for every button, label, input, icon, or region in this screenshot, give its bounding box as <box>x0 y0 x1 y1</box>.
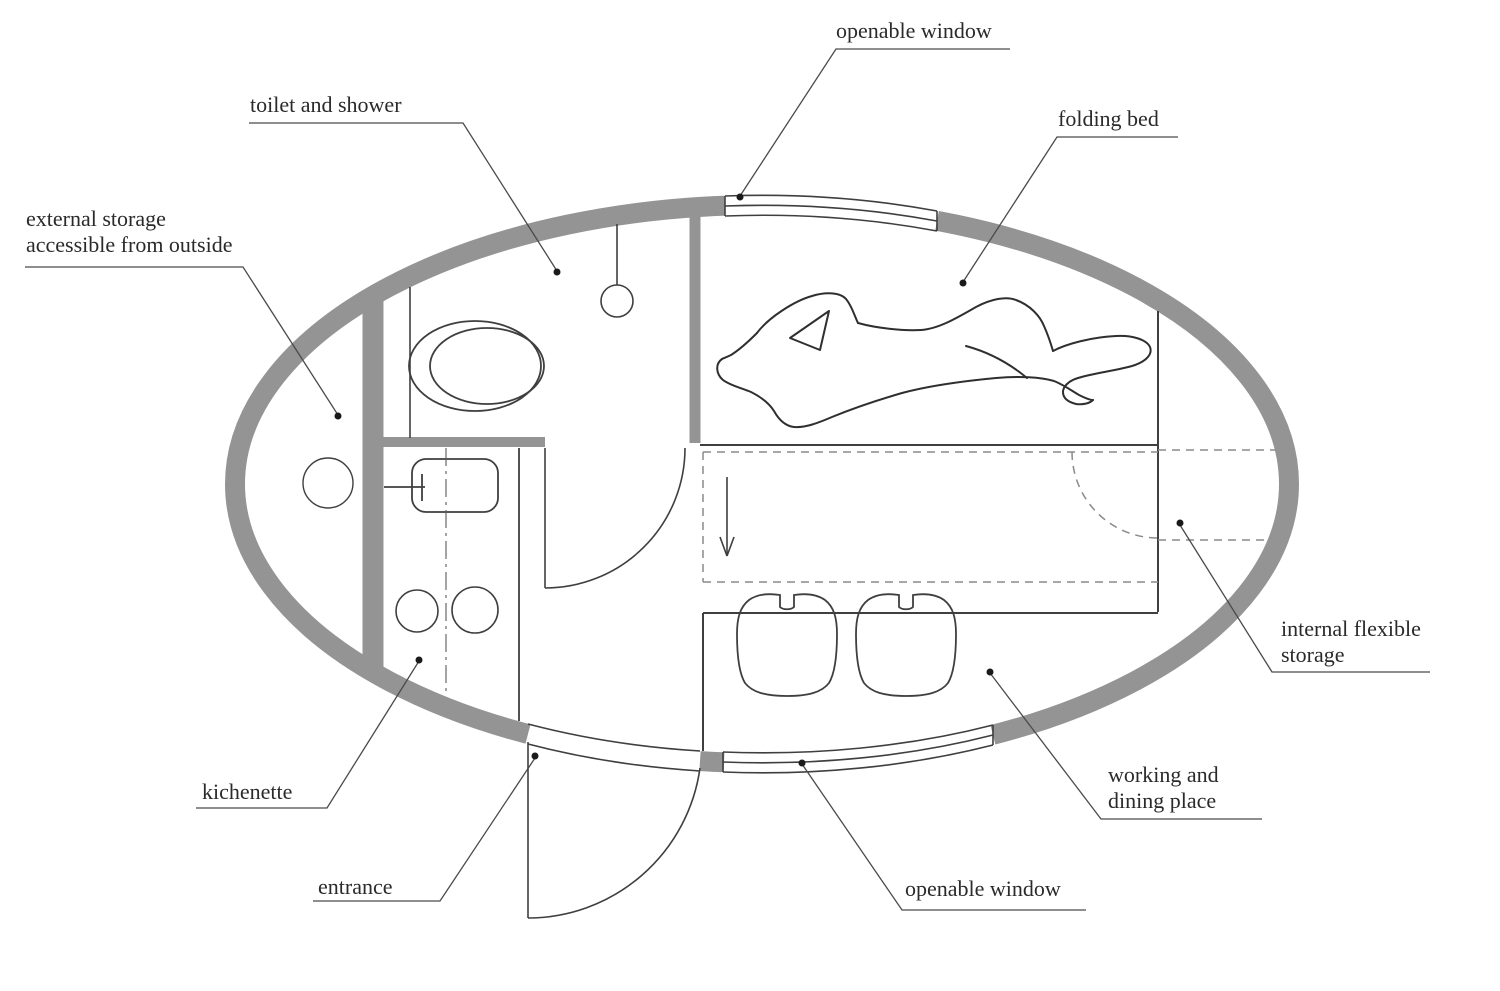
external-storage <box>302 457 354 509</box>
label-kichenette: kichenette <box>202 779 293 804</box>
bathroom <box>408 224 686 589</box>
shower-head <box>600 224 634 318</box>
annotation-leaders <box>25 48 1430 911</box>
leader-entrance <box>313 752 539 902</box>
leader-openable-window-top <box>736 48 1010 201</box>
top-window <box>724 194 938 232</box>
kitchen-sink <box>411 458 499 513</box>
label-folding-bed: folding bed <box>1058 106 1159 131</box>
stove-burner-left <box>395 589 439 633</box>
bottom-window <box>722 724 994 774</box>
bathroom-door <box>544 447 686 589</box>
leader-toilet-and-shower <box>249 122 561 276</box>
label-line: dining place <box>1108 788 1217 813</box>
outer-wall-ring <box>225 192 1299 776</box>
bed-area <box>700 292 1275 612</box>
label-line: accessible from outside <box>26 232 233 257</box>
window-linework <box>527 194 994 919</box>
dining-area <box>702 593 1158 751</box>
entrance-threshold <box>527 723 701 772</box>
person-figure <box>716 292 1152 429</box>
label-line: working and <box>1108 762 1219 787</box>
label-openable-window-top: openable window <box>836 18 992 43</box>
label-line: storage <box>1281 642 1345 667</box>
label-line: internal flexible <box>1281 616 1421 641</box>
label-toilet-and-shower: toilet and shower <box>250 92 402 117</box>
leader-external-storage <box>25 266 342 420</box>
entrance-door <box>527 742 701 919</box>
label-external-storage: external storage accessible from outside <box>26 206 233 258</box>
folding-bed-footprint <box>702 451 1158 583</box>
leader-internal-flexible-storage <box>1176 519 1430 673</box>
interior-walls <box>362 212 701 670</box>
leader-working-dining <box>986 668 1262 820</box>
chair-right <box>855 593 957 697</box>
leader-openable-window-bottom <box>798 759 1086 911</box>
external-storage-circle <box>302 457 354 509</box>
leader-kichenette <box>196 656 423 809</box>
internal-storage-dashed <box>1071 449 1275 541</box>
label-entrance: entrance <box>318 874 393 899</box>
kitchenette <box>384 448 520 721</box>
toilet <box>408 320 545 412</box>
storage-door-swing <box>1071 451 1159 539</box>
label-line: external storage <box>26 206 166 231</box>
label-openable-window-bottom: openable window <box>905 876 1061 901</box>
chair-left <box>736 593 838 697</box>
label-internal-flexible-storage: internal flexible storage <box>1281 616 1421 668</box>
leader-folding-bed <box>959 136 1178 287</box>
label-working-dining-place: working and dining place <box>1108 762 1219 814</box>
faucet <box>384 474 425 501</box>
entrance-opening <box>524 721 701 774</box>
fold-down-arrow <box>719 477 735 557</box>
stove-burner-right <box>451 586 499 634</box>
